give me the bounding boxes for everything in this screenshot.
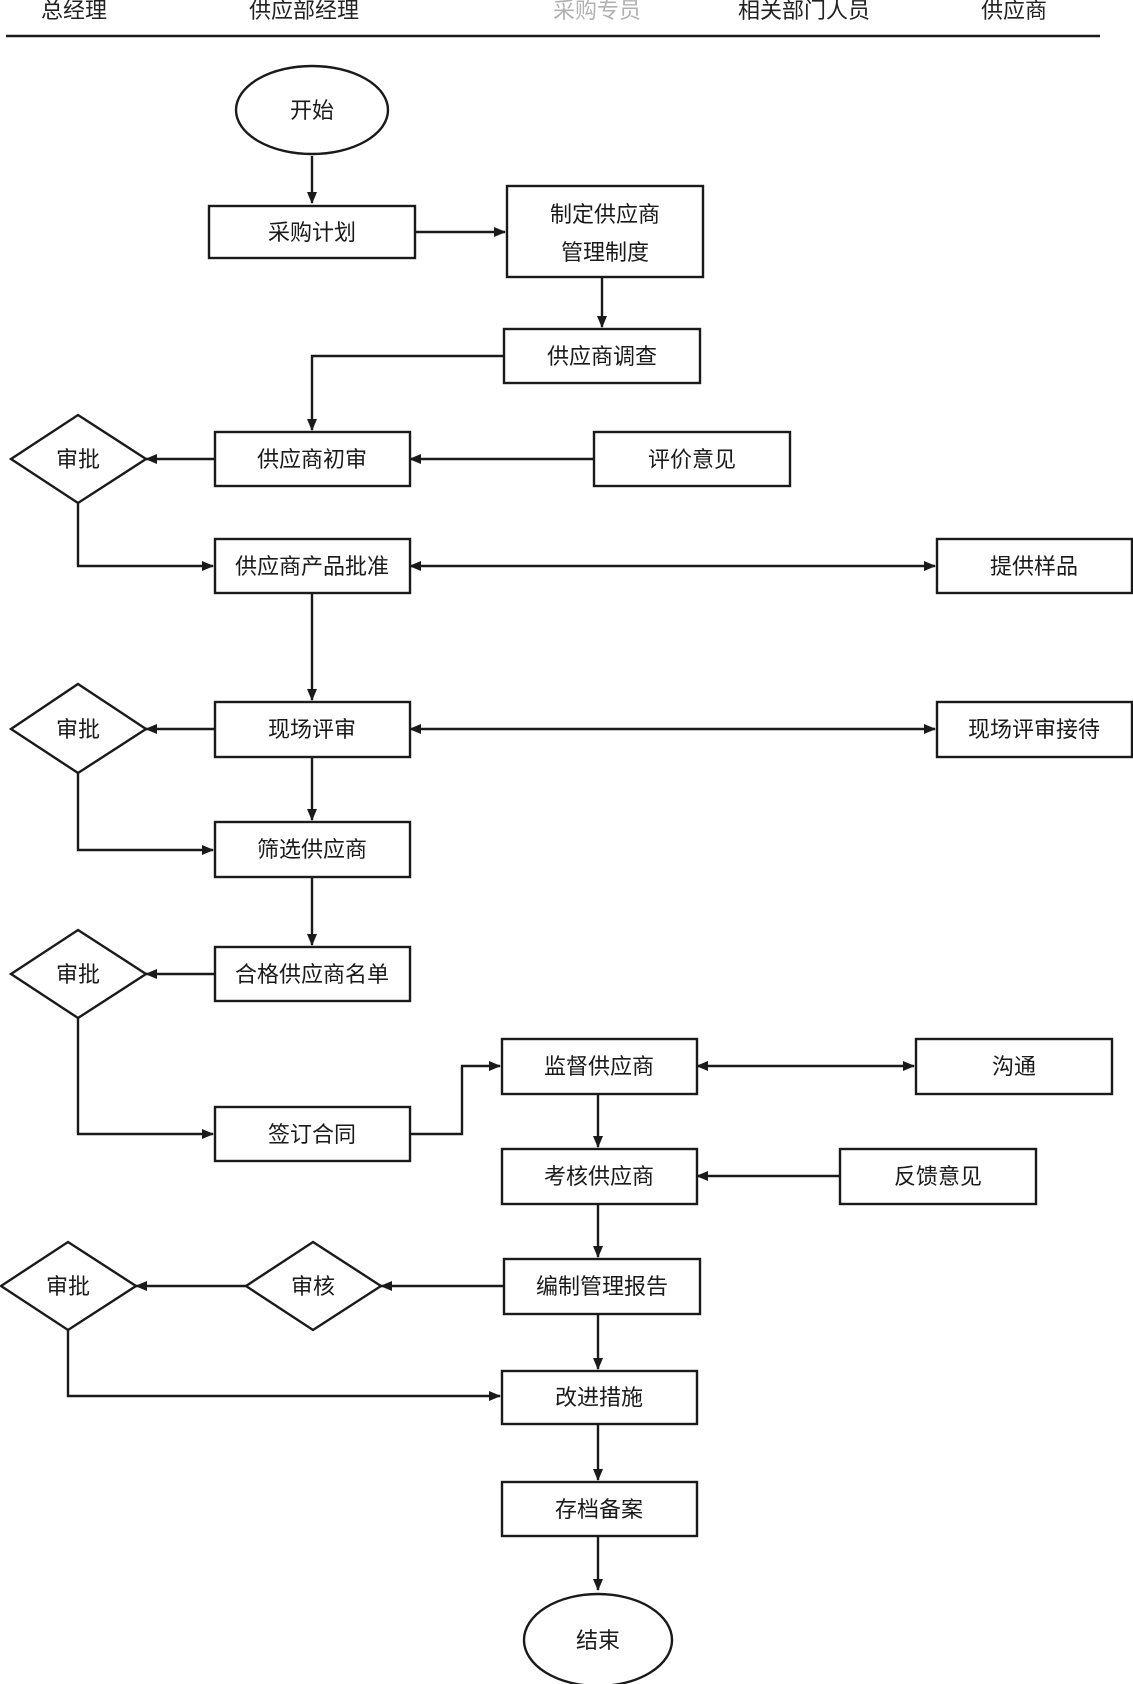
edge-approve2-screen <box>76 773 214 855</box>
product-approval-box: 供应商产品批准 <box>213 537 412 595</box>
assess-label: 考核供应商 <box>544 1165 654 1190</box>
start-terminal: 开始 <box>234 64 390 156</box>
approve-3-diamond: 审批 <box>8 928 149 1020</box>
approve-2-label: 审批 <box>56 718 100 743</box>
onsite-reception-box: 现场评审接待 <box>935 700 1133 759</box>
evaluation-opinion-box: 评价意见 <box>592 430 792 488</box>
qualified-list-label: 合格供应商名单 <box>235 963 389 988</box>
screen-suppliers-label: 筛选供应商 <box>257 838 367 863</box>
supervise-box: 监督供应商 <box>500 1037 699 1096</box>
supervise-label: 监督供应商 <box>544 1055 654 1080</box>
approve-4-diamond: 审批 <box>0 1240 139 1332</box>
product-approval-label: 供应商产品批准 <box>235 555 389 580</box>
verify-diamond: 审核 <box>243 1240 384 1332</box>
improve-label: 改进措施 <box>555 1386 643 1411</box>
edge-approve1-product <box>76 503 214 571</box>
onsite-reception-label: 现场评审接待 <box>968 718 1100 743</box>
onsite-review-box: 现场评审 <box>213 700 412 759</box>
approve-3-label: 审批 <box>56 963 100 988</box>
lane-purchasing-staff: 采购专员 <box>553 0 641 24</box>
end-label: 结束 <box>576 1629 620 1654</box>
make-policy-box: 制定供应商 管理制度 <box>505 184 705 279</box>
verify-label: 审核 <box>291 1275 335 1300</box>
supplier-survey-label: 供应商调查 <box>547 345 657 370</box>
lane-supplier: 供应商 <box>981 0 1047 24</box>
improve-box: 改进措施 <box>500 1369 699 1426</box>
provide-samples-label: 提供样品 <box>990 555 1078 580</box>
initial-review-label: 供应商初审 <box>257 448 367 473</box>
archive-box: 存档备案 <box>500 1480 699 1538</box>
edge-approve4-improve <box>66 1330 501 1401</box>
make-policy-label-line2: 管理制度 <box>561 241 649 266</box>
initial-review-box: 供应商初审 <box>213 430 412 488</box>
onsite-review-label: 现场评审 <box>268 718 356 743</box>
provide-samples-box: 提供样品 <box>935 537 1133 595</box>
end-terminal: 结束 <box>522 1592 674 1684</box>
feedback-label: 反馈意见 <box>894 1165 982 1190</box>
feedback-box: 反馈意见 <box>838 1147 1038 1206</box>
lane-header: 总经理 供应部经理 采购专员 相关部门人员 供应商 <box>6 0 1100 38</box>
edge-approve3-contract <box>76 1018 214 1139</box>
evaluation-opinion-label: 评价意见 <box>648 448 736 473</box>
archive-label: 存档备案 <box>555 1498 643 1523</box>
screen-suppliers-box: 筛选供应商 <box>213 820 412 879</box>
edge-contract-supervise <box>410 1061 501 1136</box>
supplier-survey-box: 供应商调查 <box>502 327 702 385</box>
approve-1-diamond: 审批 <box>8 413 149 505</box>
prepare-report-label: 编制管理报告 <box>536 1275 668 1300</box>
assess-box: 考核供应商 <box>500 1147 699 1206</box>
lane-supply-manager: 供应部经理 <box>249 0 359 24</box>
sign-contract-label: 签订合同 <box>268 1123 356 1148</box>
approve-1-label: 审批 <box>56 448 100 473</box>
lane-general-manager: 总经理 <box>41 0 107 24</box>
lane-related-departments: 相关部门人员 <box>738 0 870 24</box>
edges <box>66 156 936 1591</box>
approve-4-label: 审批 <box>46 1275 90 1300</box>
nodes: 开始 采购计划 制定供应商 管理制度 供应商调查 审批 供应商初审 评价意见 <box>0 64 1133 1684</box>
approve-2-diamond: 审批 <box>8 682 149 775</box>
procurement-plan-box: 采购计划 <box>207 204 417 260</box>
prepare-report-box: 编制管理报告 <box>502 1257 702 1316</box>
communicate-box: 沟通 <box>914 1037 1114 1096</box>
edge-survey-initial <box>307 354 504 431</box>
start-label: 开始 <box>290 99 334 124</box>
communicate-label: 沟通 <box>992 1055 1036 1080</box>
qualified-list-box: 合格供应商名单 <box>213 945 412 1003</box>
sign-contract-box: 签订合同 <box>213 1105 412 1163</box>
make-policy-label-line1: 制定供应商 <box>550 203 660 228</box>
procurement-plan-label: 采购计划 <box>268 221 356 246</box>
